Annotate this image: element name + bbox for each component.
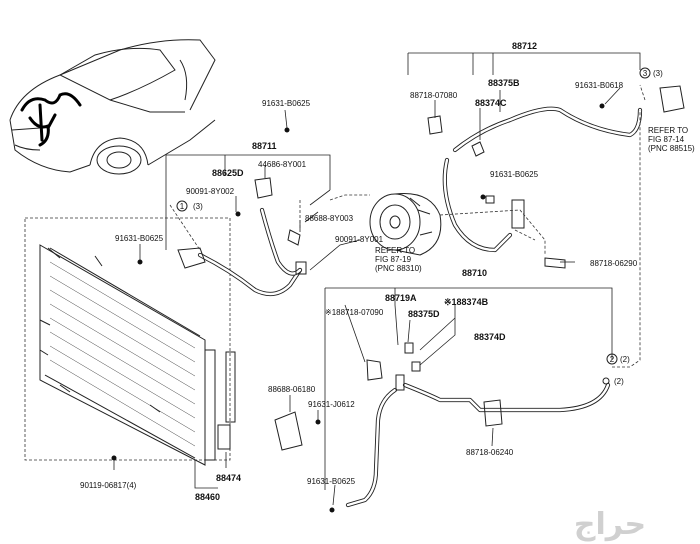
- part-88625d: 88625D: [212, 168, 244, 178]
- condenser-assembly: [24, 217, 236, 466]
- marker-2-number: 2: [610, 355, 615, 364]
- bolt-markers: [111, 103, 605, 513]
- marker-2: 2 (2): [606, 353, 630, 365]
- part-91631-b0625-top: 91631-B0625: [262, 99, 311, 108]
- part-88460: 88460: [195, 492, 220, 502]
- part-88719a: 88719A: [385, 293, 417, 303]
- ref-fig-87-14-line1: REFER TO: [648, 126, 688, 135]
- part-88375d: 88375D: [408, 309, 440, 319]
- marker-3-number: 3: [643, 69, 648, 78]
- part-88688-06180: 88688-06180: [268, 385, 316, 394]
- part-91631-b0625-left: 91631-B0625: [115, 234, 164, 243]
- part-88710: 88710: [462, 268, 487, 278]
- marker-1-number: 1: [180, 202, 185, 211]
- part-88718-06290: 88718-06290: [590, 259, 638, 268]
- marker-3-count: (3): [653, 69, 663, 78]
- part-labels: 88712 88718-07080 88375B 88374C 91631-B0…: [80, 41, 638, 502]
- dashed-routing: [169, 84, 646, 368]
- hose-88712: [427, 85, 685, 269]
- marker-2b: (2): [602, 377, 624, 386]
- part-188374b: ※188374B: [444, 297, 489, 307]
- part-88374d: 88374D: [474, 332, 506, 342]
- part-90091-8y001: 90091-8Y001: [335, 235, 384, 244]
- part-91631-b0625-bottom: 91631-B0625: [307, 477, 356, 486]
- marker-1-count: (3): [193, 202, 203, 211]
- part-88474: 88474: [216, 473, 241, 483]
- marker-1: 1 (3): [176, 200, 203, 212]
- part-91631-b0625-right: 91631-B0625: [490, 170, 539, 179]
- ref-fig-87-14-line2: FIG 87-14: [648, 135, 685, 144]
- part-88718-07080: 88718-07080: [410, 91, 458, 100]
- ref-fig-87-14: REFER TO FIG 87-14 (PNC 88515): [648, 126, 695, 153]
- part-44686-8y001: 44686-8Y001: [258, 160, 307, 169]
- part-90119-06817: 90119-06817(4): [80, 481, 137, 490]
- part-188718-07090: ※188718-07090: [325, 308, 384, 317]
- watermark-logo: حراج: [574, 507, 646, 542]
- part-88712: 88712: [512, 41, 537, 51]
- ref-fig-87-19-line1: REFER TO: [375, 246, 415, 255]
- ref-fig-87-19-line3: (PNC 88310): [375, 264, 422, 273]
- part-91631-b0618: 91631-B0618: [575, 81, 624, 90]
- part-91631-j0612: 91631-J0612: [308, 400, 355, 409]
- leader-lines: [113, 52, 641, 506]
- ref-fig-87-19-line2: FIG 87-19: [375, 255, 412, 264]
- car-illustration: [9, 39, 216, 175]
- ref-fig-87-19: REFER TO FIG 87-19 (PNC 88310): [375, 246, 422, 273]
- part-88375b: 88375B: [488, 78, 520, 88]
- hose-88711: [177, 177, 307, 297]
- tube-88710: [274, 342, 611, 508]
- part-88688-8y003: 88688-8Y003: [305, 214, 354, 223]
- ref-fig-87-14-line3: (PNC 88515): [648, 144, 695, 153]
- marker-2-count: (2): [620, 355, 630, 364]
- part-88711: 88711: [252, 141, 277, 151]
- part-88718-06240: 88718-06240: [466, 448, 514, 457]
- part-88374c: 88374C: [475, 98, 507, 108]
- marker-2b-count: (2): [614, 377, 624, 386]
- engine-bay-harness: [20, 92, 82, 147]
- part-90091-8y002: 90091-8Y002: [186, 187, 235, 196]
- marker-3: 3 (3): [639, 67, 663, 79]
